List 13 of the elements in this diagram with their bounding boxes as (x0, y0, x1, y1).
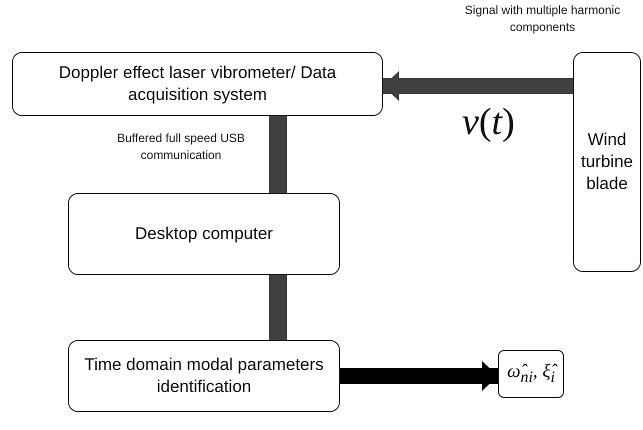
math-formula: ω̂$_{ni}$, ξ̂$_{i}$ (507, 357, 555, 391)
process-box (68, 193, 340, 275)
node-text: Doppler effect laser vibrometer/ Data acquisition system (58, 62, 338, 106)
node-text: Time domain modal parameters identification (83, 354, 325, 398)
process-box (12, 52, 383, 116)
arrow (383, 71, 573, 101)
output-box (498, 350, 564, 398)
arrow (340, 361, 498, 391)
signal-label: v(t) (462, 100, 515, 144)
process-box (573, 52, 641, 272)
process-box (68, 340, 340, 412)
node-text: Desktop computer (135, 222, 273, 245)
node-text: Wind turbine blade (580, 128, 634, 196)
